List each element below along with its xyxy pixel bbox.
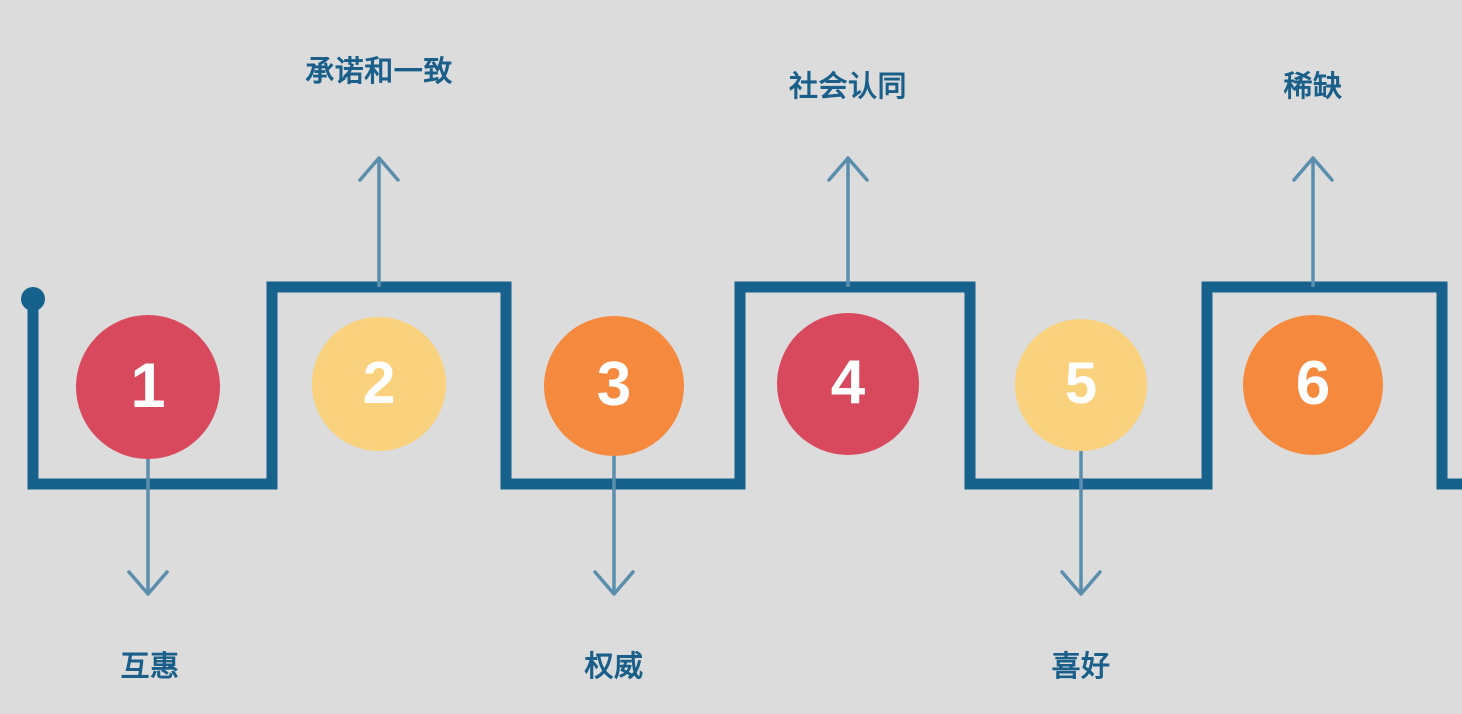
node-circle-4[interactable]: 4 bbox=[777, 313, 919, 455]
arrow-up-node-2 bbox=[358, 156, 400, 287]
arrow-down-node-1 bbox=[127, 440, 169, 596]
arrow-up-node-4 bbox=[827, 156, 869, 287]
top-label-node-4: 社会认同 bbox=[788, 71, 907, 103]
top-label-node-6: 稀缺 bbox=[1283, 71, 1343, 103]
arrow-down-node-5 bbox=[1060, 440, 1102, 596]
node-circle-2[interactable]: 2 bbox=[312, 317, 446, 451]
node-number-label: 1 bbox=[130, 350, 166, 421]
node-circle-5[interactable]: 5 bbox=[1015, 319, 1147, 451]
node-number-label: 4 bbox=[830, 348, 866, 417]
bottom-label-node-3: 权威 bbox=[584, 651, 644, 683]
arrows-group bbox=[127, 156, 1334, 596]
node-circle-6[interactable]: 6 bbox=[1243, 315, 1383, 455]
square-wave-connector bbox=[27, 281, 1462, 490]
arrow-down-node-3 bbox=[593, 440, 635, 596]
node-number-label: 2 bbox=[362, 349, 396, 416]
bottom-label-node-1: 互惠 bbox=[120, 651, 180, 683]
node-circle-1[interactable]: 1 bbox=[76, 315, 220, 459]
bottom-label-node-5: 喜好 bbox=[1051, 651, 1111, 683]
start-dot-icon bbox=[21, 287, 45, 311]
top-label-node-2: 承诺和一致 bbox=[305, 56, 453, 88]
node-number-label: 3 bbox=[596, 350, 632, 419]
node-number-label: 5 bbox=[1064, 351, 1098, 416]
arrow-up-node-6 bbox=[1292, 156, 1334, 287]
node-circle-3[interactable]: 3 bbox=[544, 316, 684, 456]
node-number-label: 6 bbox=[1295, 349, 1331, 418]
